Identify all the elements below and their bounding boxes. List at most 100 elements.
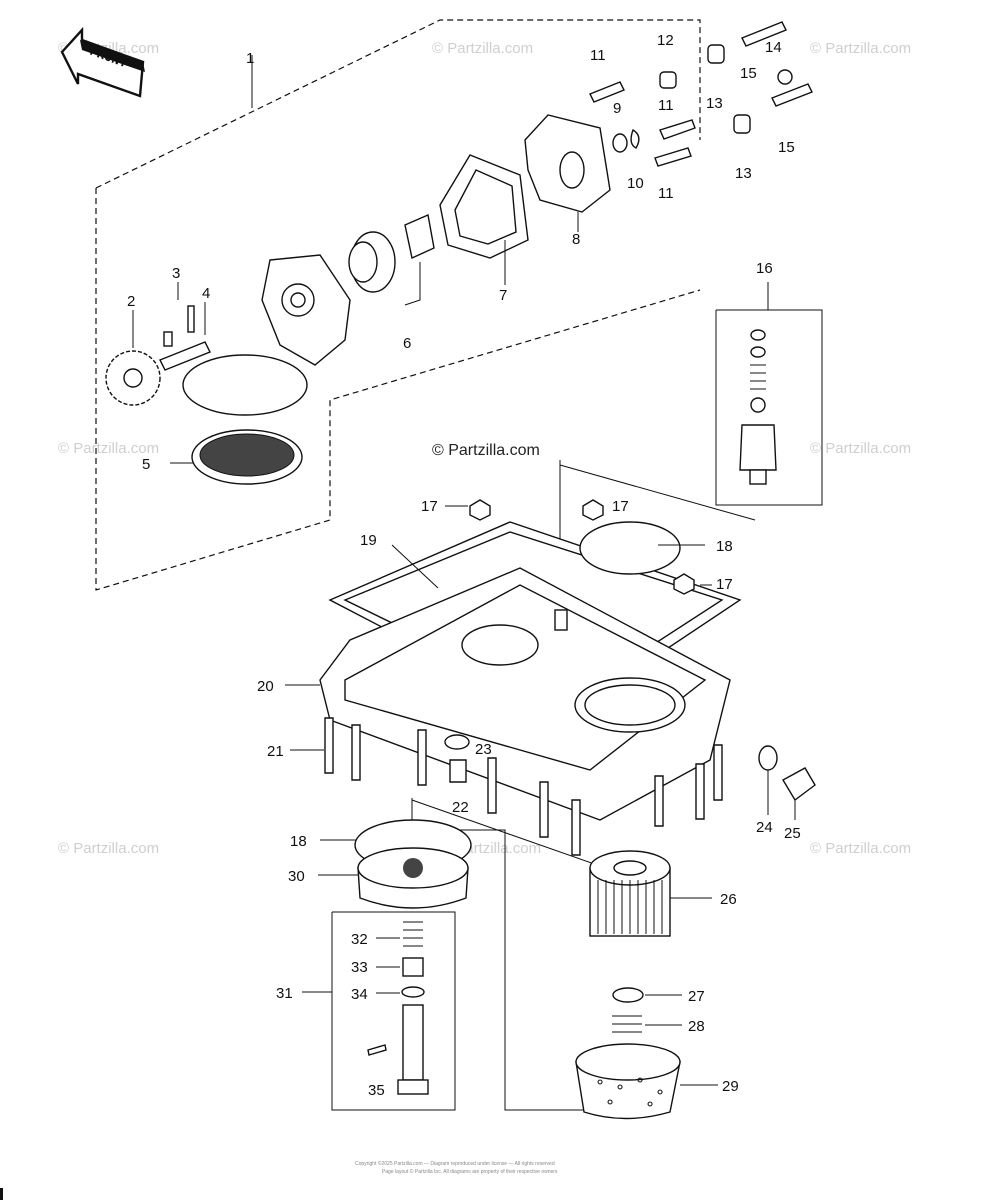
clip-10: [630, 128, 640, 149]
label-19: 19: [360, 532, 377, 549]
nut-17-c: [673, 573, 695, 595]
watermark-center: © Partzilla.com: [432, 442, 540, 459]
watermark-mid-left: © Partzilla.com: [58, 440, 159, 457]
label-1: 1: [246, 50, 254, 67]
part-number-labels: 1 2 3 4 5 6 7 8 9 10 11 11 11 12 13 13 1…: [127, 32, 801, 1099]
label-20: 20: [257, 678, 274, 695]
o-ring-34: [401, 986, 425, 998]
label-17-b: 17: [612, 498, 629, 515]
leader-lines: [132, 282, 796, 1086]
stud: [554, 609, 568, 631]
bolt-11-a: [589, 81, 625, 103]
label-3: 3: [172, 265, 180, 282]
relief-valve-assembly: [715, 282, 823, 506]
label-11-c: 11: [658, 185, 674, 202]
label-21: 21: [267, 743, 284, 760]
label-24: 24: [756, 819, 773, 836]
label-31: 31: [276, 985, 293, 1002]
label-8: 8: [572, 231, 580, 248]
footer-line-2: Page layout © Partzilla Inc. All diagram…: [382, 1168, 558, 1175]
pump-body: [182, 254, 351, 416]
filter-case-29: [575, 1043, 681, 1120]
label-15-b: 15: [778, 139, 795, 156]
label-32: 32: [351, 931, 368, 948]
label-15-a: 15: [740, 65, 757, 82]
label-14: 14: [765, 39, 782, 56]
label-12: 12: [657, 32, 674, 49]
watermark-top-center: © Partzilla.com: [432, 40, 533, 57]
collar-13-a: [707, 44, 725, 64]
label-4: 4: [202, 285, 210, 302]
oil-pan-assembly: [319, 460, 756, 821]
spring-32: [403, 921, 423, 947]
pump-cover: [524, 114, 611, 213]
collar-13-b: [733, 114, 751, 134]
pump-shaft: [159, 341, 211, 371]
footer-line-1: Copyright ©2025 Partzilla.com — Diagram …: [355, 1160, 555, 1167]
o-ring-18-upper: [579, 521, 681, 575]
valve-body: [402, 1004, 424, 1081]
label-29: 29: [722, 1078, 739, 1095]
bolt-15-b: [771, 83, 813, 107]
bolt-15-a: [741, 21, 787, 47]
watermark-low-left: © Partzilla.com: [58, 840, 159, 857]
label-10: 10: [627, 175, 644, 192]
nut-17-b: [582, 499, 604, 521]
oil-pump-assembly-outline: [95, 19, 701, 591]
o-ring-9: [612, 133, 628, 153]
pump-sprocket: [105, 350, 161, 406]
pan-bolts: [324, 717, 816, 856]
label-13-b: 13: [735, 165, 752, 182]
label-26: 26: [720, 891, 737, 908]
pump-pin: [163, 331, 173, 347]
label-33: 33: [351, 959, 368, 976]
label-23: 23: [475, 741, 492, 758]
label-17-a: 17: [421, 498, 438, 515]
pump-rotor: [348, 231, 396, 293]
bolt-11-b: [659, 119, 696, 140]
nut-17-a: [469, 499, 491, 521]
label-7: 7: [499, 287, 507, 304]
label-2: 2: [127, 293, 135, 310]
oil-filter-26: [589, 850, 671, 937]
oil-pump-parts: [105, 21, 813, 485]
label-34: 34: [351, 986, 368, 1003]
label-11-a: 11: [590, 47, 606, 64]
label-27: 27: [688, 988, 705, 1005]
bolt-11-c: [654, 147, 692, 167]
washer-23: [444, 734, 470, 750]
label-30: 30: [288, 868, 305, 885]
pump-gasket: [439, 154, 529, 259]
plug-22: [449, 759, 467, 783]
watermark-top-right: © Partzilla.com: [810, 40, 911, 57]
washer-27: [612, 987, 644, 1003]
label-18-b: 18: [290, 833, 307, 850]
footer-fine-print: Copyright ©2025 Partzilla.com — Diagram …: [355, 1160, 558, 1175]
label-17-c: 17: [716, 576, 733, 593]
label-11-b: 11: [658, 97, 674, 114]
watermark-mid-right: © Partzilla.com: [810, 440, 911, 457]
collar-12: [659, 71, 677, 89]
label-18-a: 18: [716, 538, 733, 555]
edge-mark: [0, 1188, 3, 1200]
oil-filter-parts: [302, 798, 681, 1120]
inner-rotor: [404, 214, 435, 259]
pin-35: [367, 1044, 387, 1056]
washer-14: [777, 69, 793, 85]
label-13-a: 13: [706, 95, 723, 112]
label-22: 22: [452, 799, 469, 816]
watermark-low-right: © Partzilla.com: [810, 840, 911, 857]
label-9: 9: [613, 100, 621, 117]
label-28: 28: [688, 1018, 705, 1035]
label-35: 35: [368, 1082, 385, 1099]
spring-28: [612, 1015, 642, 1033]
oil-strainer: [191, 429, 303, 485]
gasket-24: [758, 745, 778, 771]
label-25: 25: [784, 825, 801, 842]
valve-33: [402, 957, 424, 977]
label-6: 6: [403, 335, 411, 352]
label-16: 16: [756, 260, 773, 277]
label-5: 5: [142, 456, 150, 473]
pump-pin-2: [187, 305, 195, 333]
